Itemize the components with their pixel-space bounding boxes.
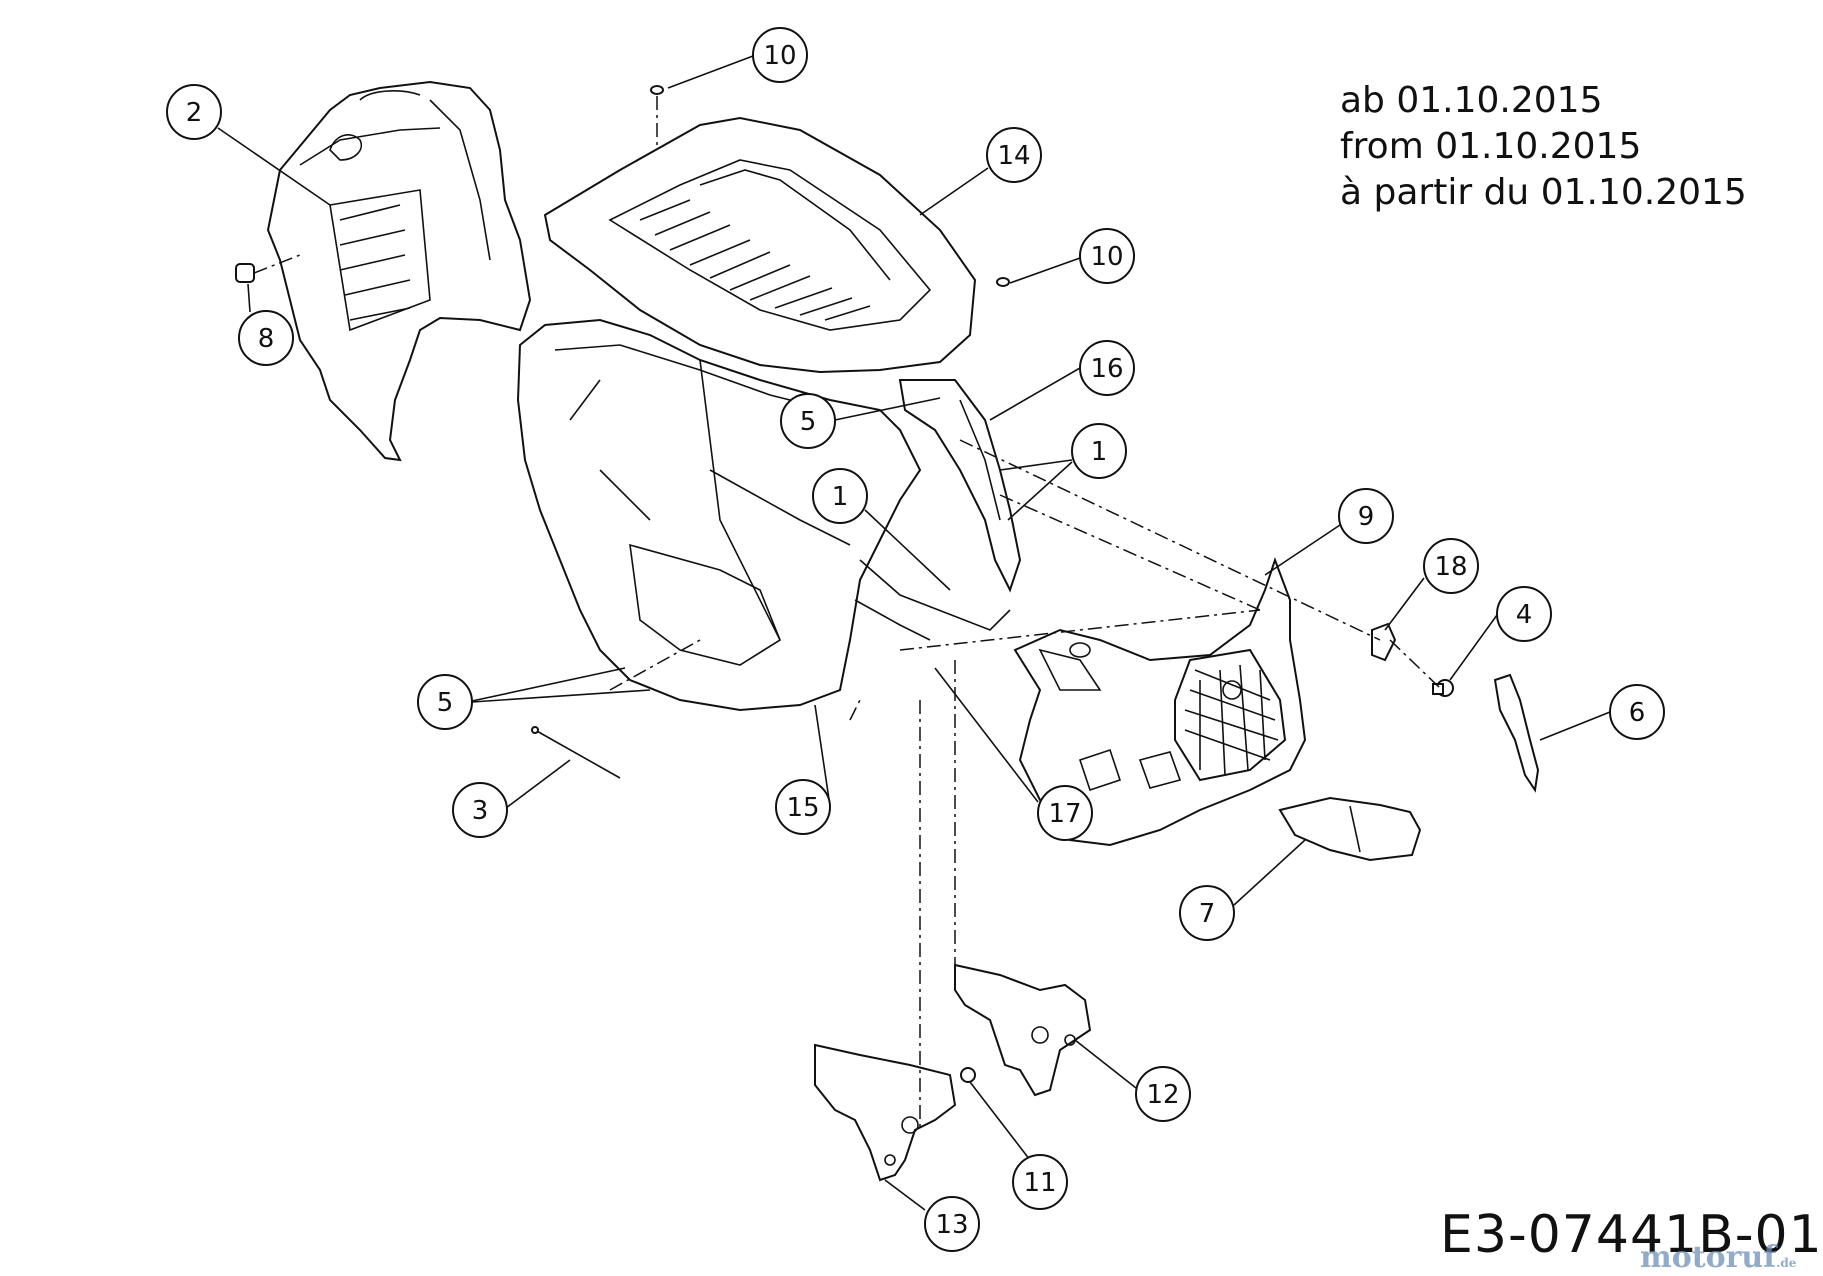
callout-15 (775, 779, 831, 835)
callout-10-right (1079, 228, 1135, 284)
watermark-suffix: .de (1776, 1256, 1797, 1270)
validity-line-en: from 01.10.2015 (1340, 126, 1642, 167)
callout-14-label: 14 (997, 141, 1030, 171)
callout-18 (1423, 538, 1479, 594)
callout-9-label: 9 (1358, 502, 1375, 532)
callout-18-label: 18 (1434, 552, 1467, 582)
callout-4 (1496, 586, 1552, 642)
callout-13-label: 13 (935, 1210, 968, 1240)
part-9-front-grille (1013, 557, 1307, 847)
site-watermark: motoruf.de (1640, 1240, 1796, 1275)
callout-10-top-label: 10 (763, 41, 796, 71)
callout-1-right-label: 1 (1091, 437, 1108, 467)
part-7-lower-trim (1278, 796, 1422, 862)
callout-1-left (812, 468, 868, 524)
callout-5-upper-label: 5 (800, 407, 817, 437)
part-14-hood-top (543, 116, 977, 374)
callout-5-upper (780, 393, 836, 449)
callout-14 (986, 127, 1042, 183)
callout-5-lower-label: 5 (437, 688, 454, 718)
callout-13 (924, 1196, 980, 1252)
callout-6-label: 6 (1629, 698, 1646, 728)
part-6-side-lens (1493, 673, 1540, 793)
validity-line-de: ab 01.10.2015 (1340, 80, 1603, 121)
validity-note: ab 01.10.2015 from 01.10.2015 à partir d… (1340, 78, 1747, 216)
callout-10-top (752, 27, 808, 83)
part-12-bracket (954, 963, 1092, 1097)
callout-8 (238, 310, 294, 366)
callout-2 (166, 84, 222, 140)
part-17-support-strip (854, 559, 1011, 641)
callouts: 10 2 8 14 10 16 5 1 1 (166, 27, 1665, 1252)
validity-line-fr: à partir du 01.10.2015 (1340, 172, 1747, 213)
drawing-number: E3-07441B-01 (1440, 1205, 1823, 1265)
part-11-nut (960, 1067, 976, 1083)
callout-3-label: 3 (472, 796, 489, 826)
callout-11-label: 11 (1023, 1168, 1056, 1198)
callout-9 (1338, 488, 1394, 544)
callout-6 (1609, 684, 1665, 740)
callout-12 (1135, 1066, 1191, 1122)
part-13-bracket (814, 1043, 957, 1182)
callout-7 (1179, 885, 1235, 941)
callout-1-left-label: 1 (832, 482, 849, 512)
callout-16 (1079, 340, 1135, 396)
callout-12-label: 12 (1146, 1080, 1179, 1110)
watermark-brand: motoruf (1640, 1240, 1777, 1275)
part-10-screws (650, 85, 1010, 287)
callout-2-label: 2 (186, 98, 203, 128)
part-2-dash-panel (266, 80, 532, 462)
part-18-clip (1371, 622, 1397, 662)
callout-17 (1037, 785, 1093, 841)
callout-16-label: 16 (1090, 354, 1123, 384)
part-4-plug (1432, 679, 1454, 697)
callout-1-right (1071, 423, 1127, 479)
callout-17-label: 17 (1048, 799, 1081, 829)
callout-8-label: 8 (258, 324, 275, 354)
callout-7-label: 7 (1199, 899, 1216, 929)
part-8-cap (235, 263, 255, 283)
callout-5-lower (417, 674, 473, 730)
callout-4-label: 4 (1516, 600, 1533, 630)
part-3-cable-tie (531, 726, 621, 779)
part-16-side-trim (898, 379, 1022, 593)
assembly-lines (253, 96, 1441, 1130)
callout-10-right-label: 10 (1090, 242, 1123, 272)
callout-15-label: 15 (786, 793, 819, 823)
callout-11 (1012, 1154, 1068, 1210)
callout-3 (452, 782, 508, 838)
